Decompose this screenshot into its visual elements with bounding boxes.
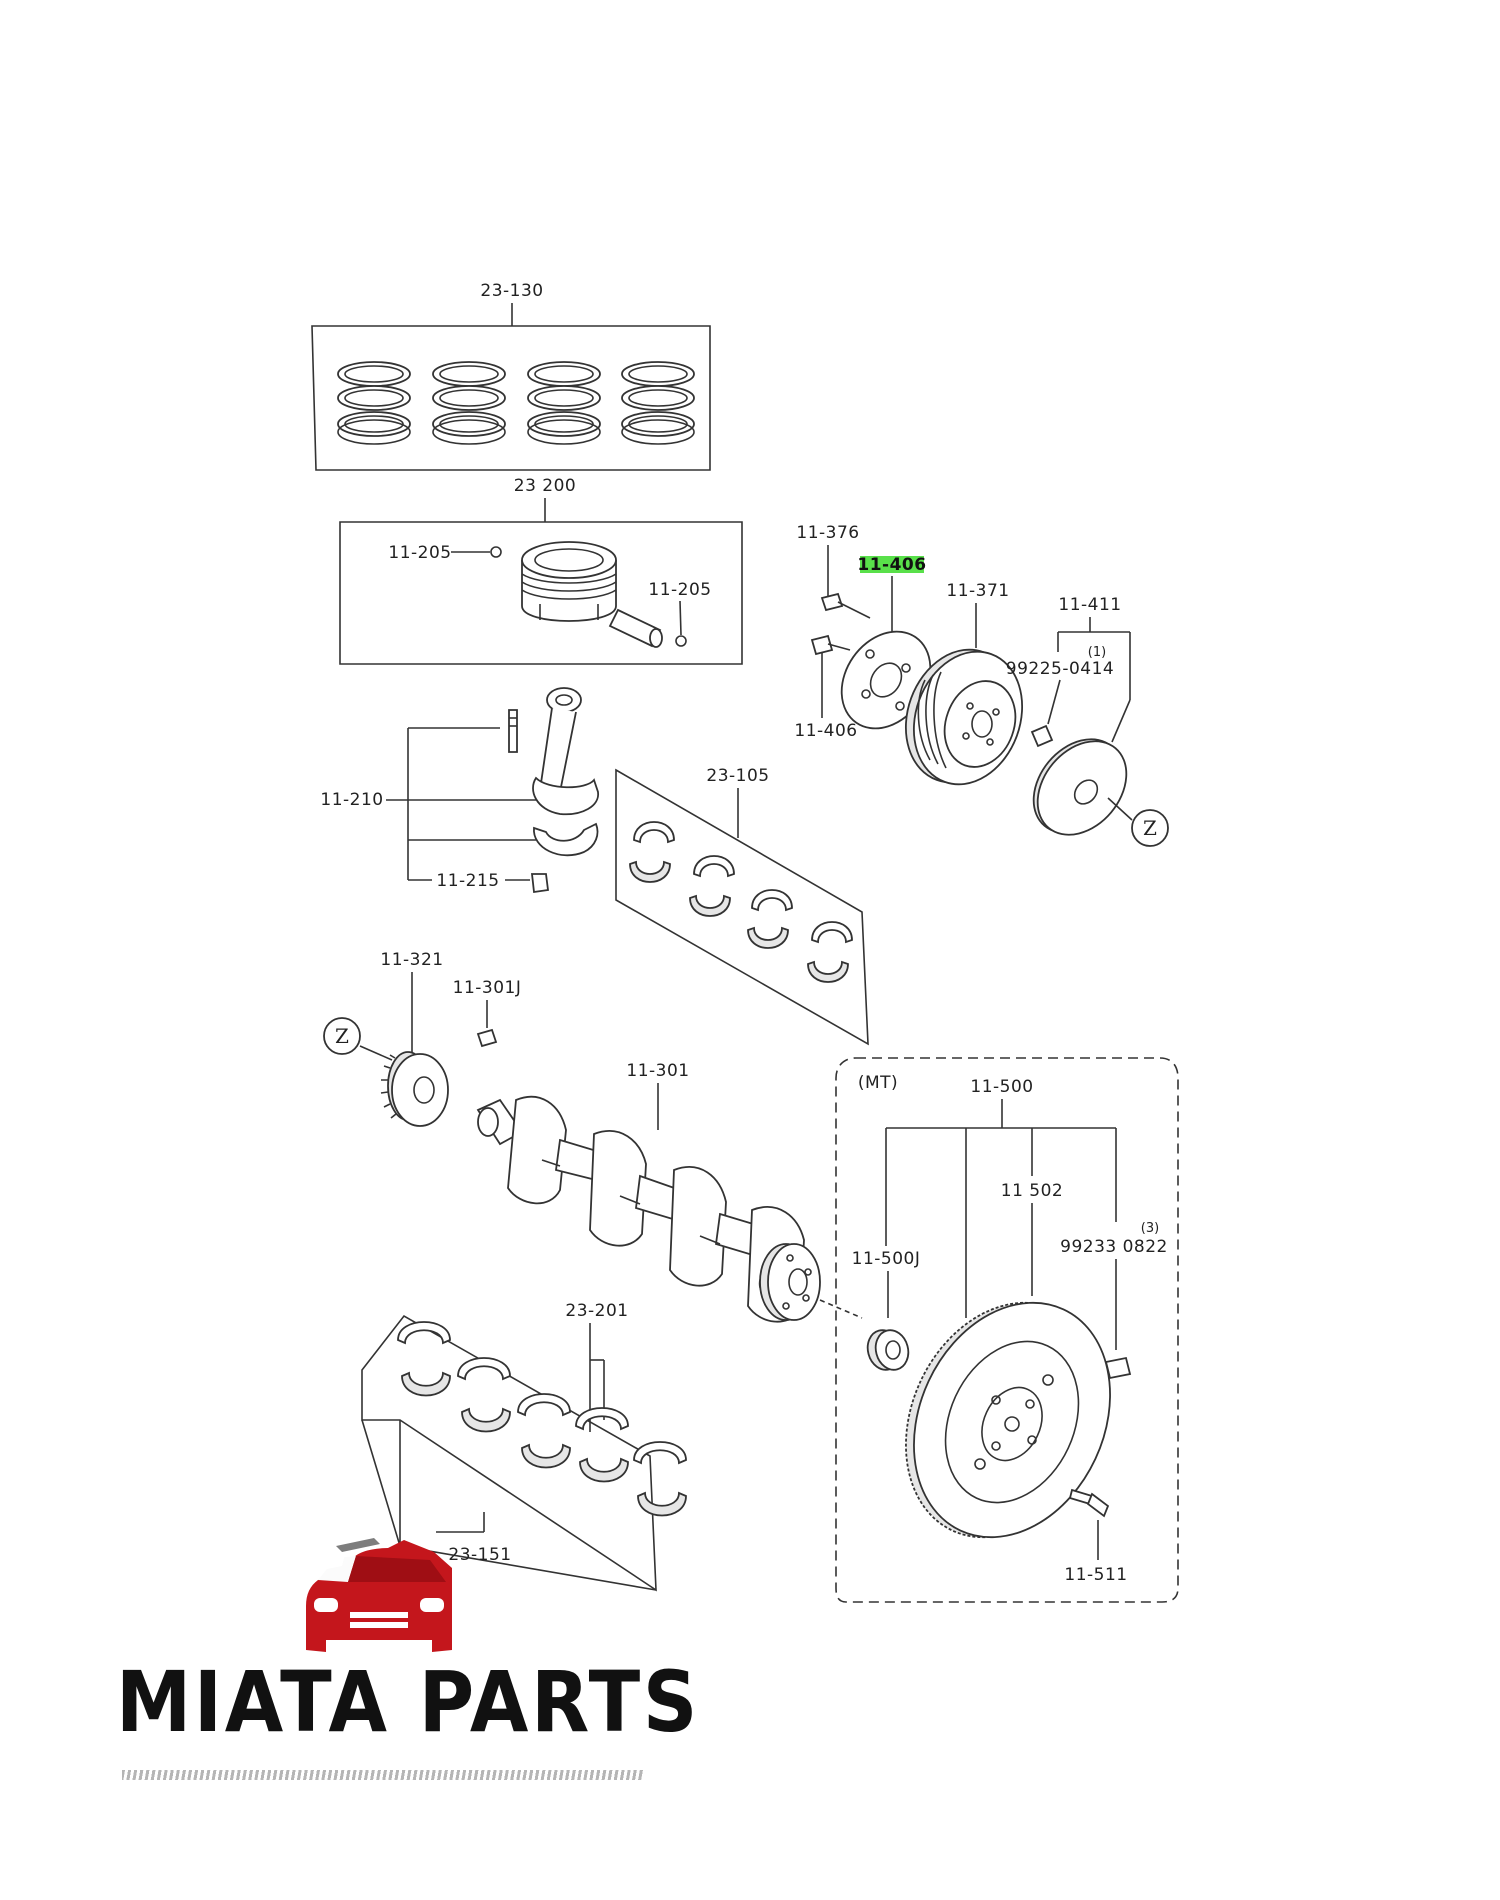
label-11-321[interactable]: 11-321 (380, 950, 443, 970)
piston-ring-icon (337, 361, 411, 445)
label-23-201[interactable]: 23-201 (565, 1301, 628, 1321)
label-11-406-bottom[interactable]: 11-406 (794, 721, 857, 741)
label-11-406-highlighted[interactable]: 11-406 (857, 555, 926, 575)
piston-ring-icon (621, 361, 695, 445)
rod-bolt-icon (508, 709, 518, 753)
label-11-215[interactable]: 11-215 (436, 871, 499, 891)
reference-marker (1131, 809, 1169, 847)
rod-nut-icon (530, 873, 550, 894)
reference-marker (323, 1017, 361, 1055)
label-23-130[interactable]: 23-130 (480, 281, 543, 301)
timing-sprocket-icon (380, 1051, 449, 1127)
woodruff-key-icon (476, 1028, 498, 1048)
label-11-301[interactable]: 11-301 (626, 1061, 689, 1081)
flywheel-group[interactable]: (MT) 11-500 11 502 11-500J (3) 99233 082… (835, 1057, 1179, 1603)
red-roadster-car-icon (306, 1538, 452, 1652)
crankshaft-group[interactable]: 11-301 (476, 1061, 863, 1323)
piston-ring-icon (527, 361, 601, 445)
dowel-pin-icon (1104, 1356, 1132, 1380)
timing-plate-icon (1032, 738, 1128, 836)
label-99225-0414[interactable]: 99225-0414 (1006, 659, 1114, 679)
piston-ring-icon (432, 361, 506, 445)
reference-marker-label-2: Z (335, 1024, 349, 1048)
crankshaft-sprocket-group[interactable]: 11-321 Z 11-301J (323, 950, 522, 1127)
bolt-icon (820, 592, 871, 619)
label-11-511[interactable]: 11-511 (1064, 1565, 1127, 1585)
piston-pin-clip-icon (490, 546, 687, 647)
pilot-bearing-icon (866, 1329, 910, 1371)
highlight-marker (860, 556, 924, 573)
piston-pin-icon (608, 608, 663, 648)
connecting-rod-icon (532, 687, 599, 857)
label-11-376[interactable]: 11-376 (796, 523, 859, 543)
label-qty-3[interactable]: (3) (1141, 1221, 1159, 1236)
label-23-105[interactable]: 23-105 (706, 766, 769, 786)
label-11-502[interactable]: 11 502 (1001, 1181, 1063, 1201)
label-11-371[interactable]: 11-371 (946, 581, 1009, 601)
reference-marker-label: Z (1143, 816, 1157, 840)
label-mt[interactable]: (MT) (858, 1073, 898, 1093)
connecting-rod-bearing-set[interactable]: 23-105 (615, 766, 869, 1046)
label-11-301j[interactable]: 11-301J (453, 978, 522, 998)
label-99233-0822[interactable]: 99233 0822 (1060, 1237, 1168, 1257)
bolt-icon (810, 634, 851, 656)
piston-assembly[interactable]: 23 200 11-205 11-205 (339, 476, 743, 665)
pulley-plate-icon (840, 630, 932, 730)
label-11-205-right[interactable]: 11-205 (648, 580, 711, 600)
flywheel-icon (905, 1301, 1111, 1539)
label-11-500[interactable]: 11-500 (970, 1077, 1033, 1097)
key-pin-icon (1030, 724, 1054, 748)
crank-flange-icon (759, 1243, 821, 1321)
brand-name: MIATA PARTS (116, 1653, 701, 1751)
connecting-rod-group[interactable]: 11-210 11-215 (320, 687, 599, 894)
flywheel-bolt-icon (1068, 1488, 1110, 1518)
piston-ring-set[interactable]: 23-130 (311, 281, 711, 471)
label-11-205-left[interactable]: 11-205 (388, 543, 451, 563)
label-11-210[interactable]: 11-210 (320, 790, 383, 810)
brand-underline-divider (122, 1770, 644, 1780)
crank-pulley-group[interactable]: 11-376 11-406 11-406 11-371 (794, 523, 1169, 852)
label-11-500j[interactable]: 11-500J (852, 1249, 921, 1269)
label-23-200[interactable]: 23 200 (514, 476, 576, 496)
crankshaft-pulley-icon (904, 648, 1024, 786)
label-qty-1[interactable]: (1) (1088, 645, 1106, 660)
piston-icon (521, 541, 617, 622)
label-11-411[interactable]: 11-411 (1058, 595, 1121, 615)
label-23-151[interactable]: 23-151 (448, 1545, 511, 1565)
